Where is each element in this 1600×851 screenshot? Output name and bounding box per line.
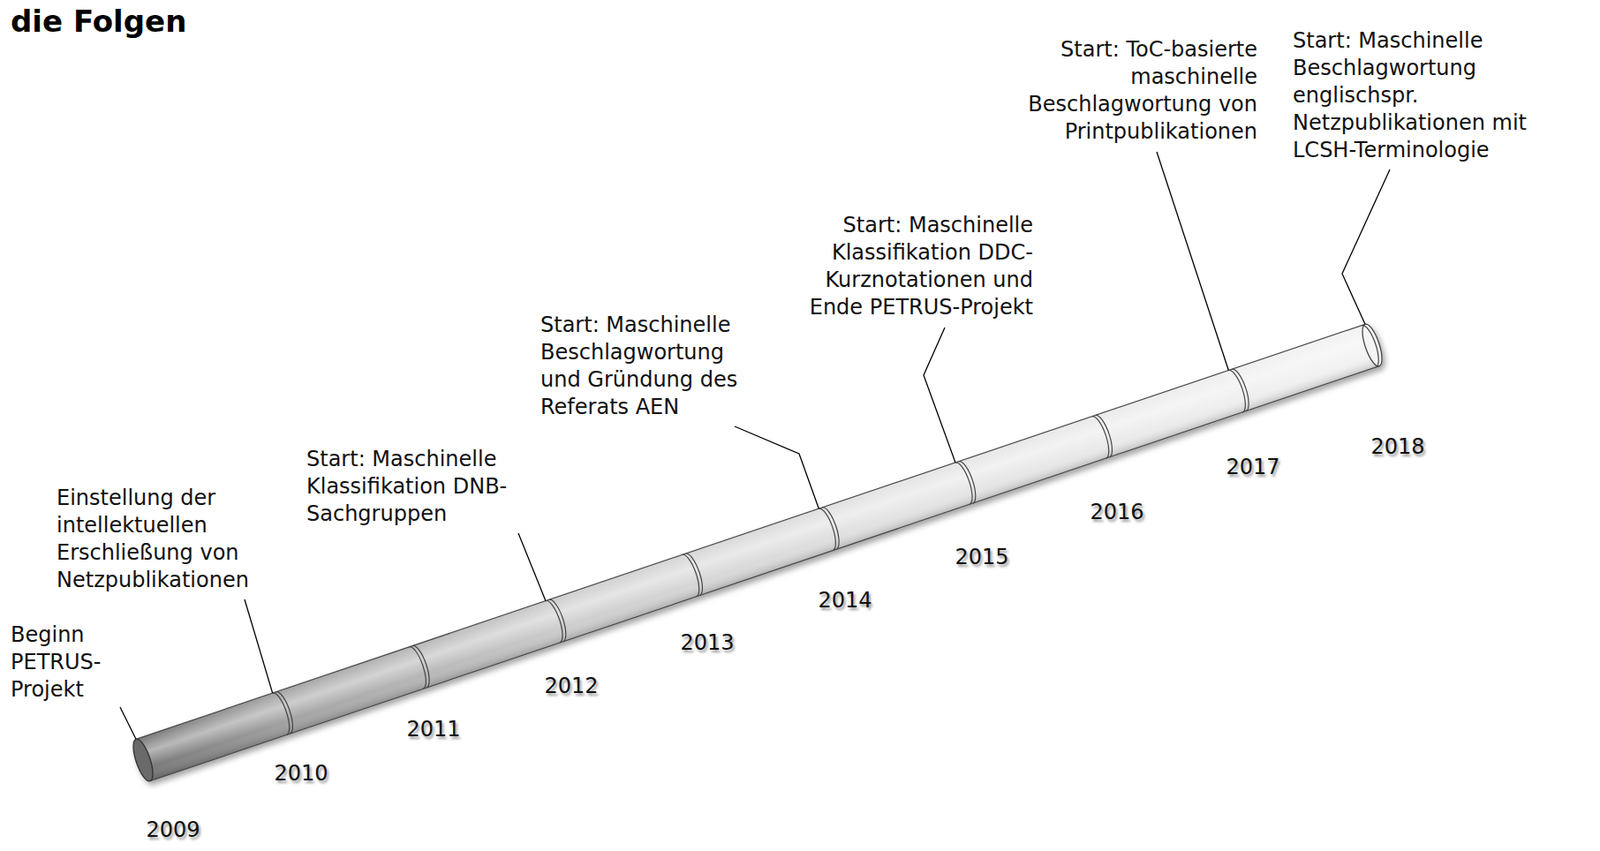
year-label: 2012 bbox=[543, 672, 598, 701]
timeline-cylinder bbox=[128, 322, 1386, 784]
segment-ring bbox=[818, 508, 836, 551]
year-label: 2017 bbox=[1225, 453, 1280, 482]
segment-ring bbox=[549, 599, 567, 642]
leader-line bbox=[120, 707, 136, 740]
milestone-callout: Start: Maschinelle Beschlagwortung und G… bbox=[540, 311, 770, 422]
year-label: 2011 bbox=[406, 716, 461, 744]
year-label: 2014 bbox=[817, 587, 872, 615]
leader-line bbox=[518, 533, 546, 602]
milestone-callout: Einstellung der intellektuellen Erschlie… bbox=[56, 484, 313, 595]
segment-ring bbox=[412, 645, 430, 688]
milestone-callout: Beginn PETRUS-Projekt bbox=[10, 621, 135, 704]
milestone-callout: Start: Maschinelle Klassifikation DNB-Sa… bbox=[306, 445, 559, 529]
page-title: die Folgen bbox=[10, 3, 187, 39]
cylinder-edge bbox=[150, 366, 1380, 782]
segment-ring bbox=[1092, 416, 1110, 460]
segment-ring bbox=[545, 601, 563, 644]
year-label: 2018 bbox=[1370, 433, 1425, 461]
cylinder-body bbox=[135, 324, 1380, 781]
cylinder-start-cap bbox=[128, 737, 157, 784]
leader-line bbox=[1156, 151, 1229, 371]
segment-ring bbox=[408, 647, 426, 690]
year-label: 2016 bbox=[1089, 498, 1144, 527]
segment-ring bbox=[822, 507, 839, 551]
segment-ring bbox=[685, 553, 702, 597]
cylinder-shading bbox=[135, 324, 1380, 781]
leader-line bbox=[923, 327, 956, 463]
leader-line bbox=[734, 426, 819, 509]
segment-ring bbox=[1228, 369, 1246, 413]
segment-ring bbox=[955, 462, 973, 506]
segment-ring bbox=[272, 693, 290, 736]
cylinder-end-cap bbox=[1358, 322, 1386, 369]
year-label: 2010 bbox=[273, 760, 328, 788]
year-label: 2015 bbox=[954, 543, 1009, 572]
milestone-callout: Start: Maschinelle Klassifikation DDC-Ku… bbox=[805, 211, 1034, 322]
leader-line bbox=[1342, 169, 1390, 325]
year-label: 2013 bbox=[679, 629, 734, 657]
segment-ring bbox=[1361, 324, 1379, 368]
segment-ring bbox=[1231, 369, 1249, 412]
milestone-callout: Start: Maschinelle Beschlagwortung engli… bbox=[1292, 27, 1567, 165]
year-label: 2009 bbox=[145, 816, 200, 845]
segment-ring bbox=[682, 554, 700, 597]
cylinder-edge bbox=[135, 324, 1366, 740]
segment-ring bbox=[275, 692, 293, 735]
leader-line bbox=[244, 599, 273, 694]
segment-ring bbox=[1094, 415, 1112, 458]
milestone-callout: Start: ToC-basierte maschinelle Beschlag… bbox=[1001, 36, 1258, 146]
segment-ring bbox=[958, 461, 976, 505]
